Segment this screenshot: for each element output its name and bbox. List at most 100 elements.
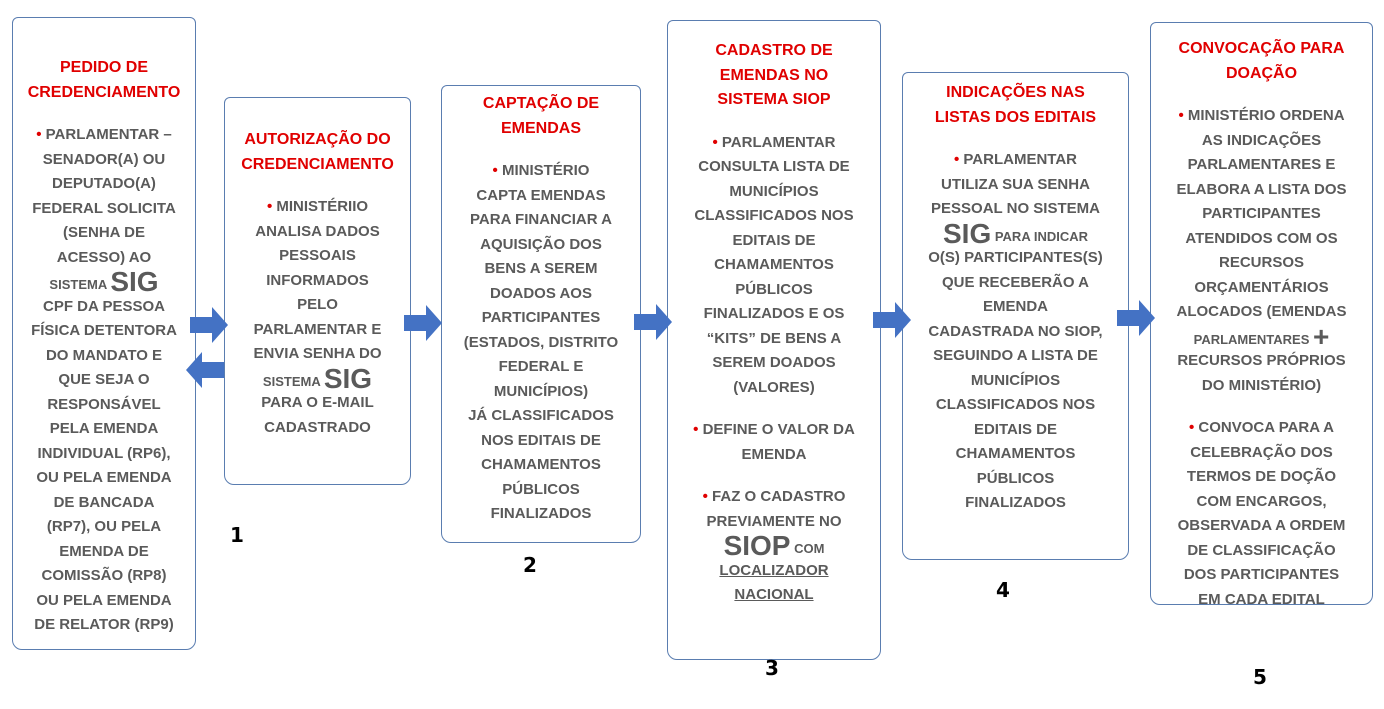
text-segment: CHAMAMENTOS <box>714 256 834 273</box>
bullet-icon: • <box>1189 419 1199 436</box>
text-line: OU PELA EMENDA <box>13 589 195 614</box>
text-segment: PÚBLICOS <box>976 469 1055 487</box>
text-line: CPF DA PESSOA <box>13 295 195 320</box>
text-line: (ESTADOS, DISTRITO <box>442 331 640 356</box>
text-line: PARTICIPANTES <box>442 306 640 331</box>
text-segment: PARLAMENTARES <box>1193 331 1314 347</box>
text-segment: CPF DA PESSOA <box>43 297 165 315</box>
bullet-icon: • <box>712 133 722 151</box>
text-segment: CADASTRADA NO SIOP, <box>928 322 1103 340</box>
text-segment: PÚBLICOS <box>735 280 813 298</box>
text-segment: CONSULTA LISTA DE <box>698 158 850 175</box>
text-line: FINALIZADOS <box>442 502 640 527</box>
text-line: EMENDA <box>903 295 1128 320</box>
text-segment: PARTICIPANTES <box>1202 205 1321 222</box>
text-line: PESSOAL NO SISTEMA <box>903 197 1128 222</box>
text-segment: INFORMADOS <box>266 271 369 289</box>
text-segment: MUNICÍPIOS) <box>493 382 589 400</box>
text-line: COMISSÃO (RP8) <box>13 564 195 589</box>
text-segment: FÍSICA DETENTORA <box>31 322 177 339</box>
arrow-right-icon <box>404 305 442 341</box>
text-line: PARA O E-MAIL <box>225 391 410 416</box>
text-line: (RP7), OU PELA <box>13 515 195 540</box>
text-line: DOS PARTICIPANTES <box>1151 563 1372 588</box>
text-line: PREVIAMENTE NO <box>668 510 880 535</box>
text-segment: PARLAMENTAR – <box>45 126 172 143</box>
text-line: PÚBLICOS <box>903 467 1128 492</box>
text-segment: AS INDICAÇÕES <box>1201 131 1322 149</box>
step-title-line: LISTAS DOS EDITAIS <box>934 108 1097 126</box>
text-segment: EMENDA DE <box>59 542 149 560</box>
text-line: PARLAMENTARES E <box>1151 153 1372 178</box>
text-line: ENVIA SENHA DO <box>225 342 410 367</box>
text-line: PELA EMENDA <box>13 417 195 442</box>
text-line: OU PELA EMENDA <box>13 466 195 491</box>
text-segment: ANALISA DADOS <box>255 222 380 240</box>
text-line: AQUISIÇÃO DOS <box>442 233 640 258</box>
text-segment: CAPTA EMENDAS <box>476 186 606 204</box>
bullet-icon: • <box>693 421 703 438</box>
text-segment: NACIONAL <box>734 586 814 603</box>
text-line: “KITS” DE BENS A <box>668 327 880 352</box>
text-line: SISTEMA SIG <box>225 364 410 392</box>
text-line: QUE SEJA O <box>13 368 195 393</box>
text-segment: RECURSOS <box>1218 254 1304 271</box>
text-segment: CONVOCA PARA A <box>1198 419 1334 436</box>
arrow-right-icon <box>1117 300 1155 336</box>
text-segment: ALOCADOS (EMENDAS <box>1176 303 1347 320</box>
text-line: CELEBRAÇÃO DOS <box>1151 441 1372 466</box>
text-segment: SIG <box>323 362 373 394</box>
text-segment: DEPUTADO(A) <box>52 175 156 192</box>
text-line: • PARLAMENTAR <box>903 148 1128 173</box>
step-title-line: CONVOCAÇÃO PARA <box>1178 40 1345 57</box>
text-segment: SIG <box>110 266 159 297</box>
text-segment: UTILIZA SUA SENHA <box>941 175 1090 193</box>
step-title-line: DOAÇÃO <box>1225 64 1298 82</box>
bullet-icon: • <box>953 151 964 168</box>
text-line: OBSERVADA A ORDEM <box>1151 514 1372 539</box>
text-segment: COM ENCARGOS, <box>1196 492 1327 510</box>
bullet-paragraph: • CONVOCA PARA A CELEBRAÇÃO DOS TERMOS DE … <box>1151 416 1372 612</box>
text-line: SIOP COM <box>668 532 880 560</box>
text-segment: JÁ CLASSIFICADOS <box>468 407 614 424</box>
text-segment: SISTEMA <box>49 277 111 292</box>
arrow-left-icon <box>186 352 224 388</box>
step-title-line: SISTEMA SIOP <box>717 91 831 108</box>
text-line: TERMOS DE DOÇÃO <box>1151 465 1372 490</box>
text-line: ATENDIDOS COM OS <box>1151 227 1372 252</box>
text-line: CONSULTA LISTA DE <box>668 155 880 180</box>
text-line: EM CADA EDITAL <box>1151 588 1372 613</box>
text-segment: CHAMAMENTOS <box>955 445 1076 462</box>
text-segment: FEDERAL E <box>498 358 584 375</box>
text-line: ORÇAMENTÁRIOS <box>1151 276 1372 301</box>
text-line: PARA FINANCIAR A <box>442 208 640 233</box>
text-line: SEGUINDO A LISTA DE <box>903 344 1128 369</box>
text-line: O(S) PARTICIPANTES(S) <box>903 246 1128 271</box>
text-line: SENADOR(A) OU <box>13 148 195 173</box>
text-segment: CELEBRAÇÃO DOS <box>1190 443 1333 461</box>
text-line: CADASTRADA NO SIOP, <box>903 320 1128 345</box>
text-line: DEPUTADO(A) <box>13 172 195 197</box>
text-segment: PELO <box>297 296 338 313</box>
text-line: DE RELATOR (RP9) <box>13 613 195 638</box>
arrow-right-icon <box>634 304 672 340</box>
step-number: 3 <box>765 656 779 680</box>
text-line: CADASTRADO <box>225 416 410 441</box>
text-line: RECURSOS PRÓPRIOS <box>1151 349 1372 374</box>
text-segment: EM CADA EDITAL <box>1198 590 1325 608</box>
text-segment: COMISSÃO (RP8) <box>41 567 167 584</box>
text-segment: ACESSO) AO <box>56 248 152 266</box>
text-line: UTILIZA SUA SENHA <box>903 173 1128 198</box>
text-line: CLASSIFICADOS NOS <box>903 393 1128 418</box>
text-line: SIG PARA INDICAR <box>903 219 1128 247</box>
text-segment: ATENDIDOS COM OS <box>1185 229 1338 247</box>
text-segment: + <box>1313 320 1330 352</box>
text-segment: CHAMAMENTOS <box>481 456 601 473</box>
